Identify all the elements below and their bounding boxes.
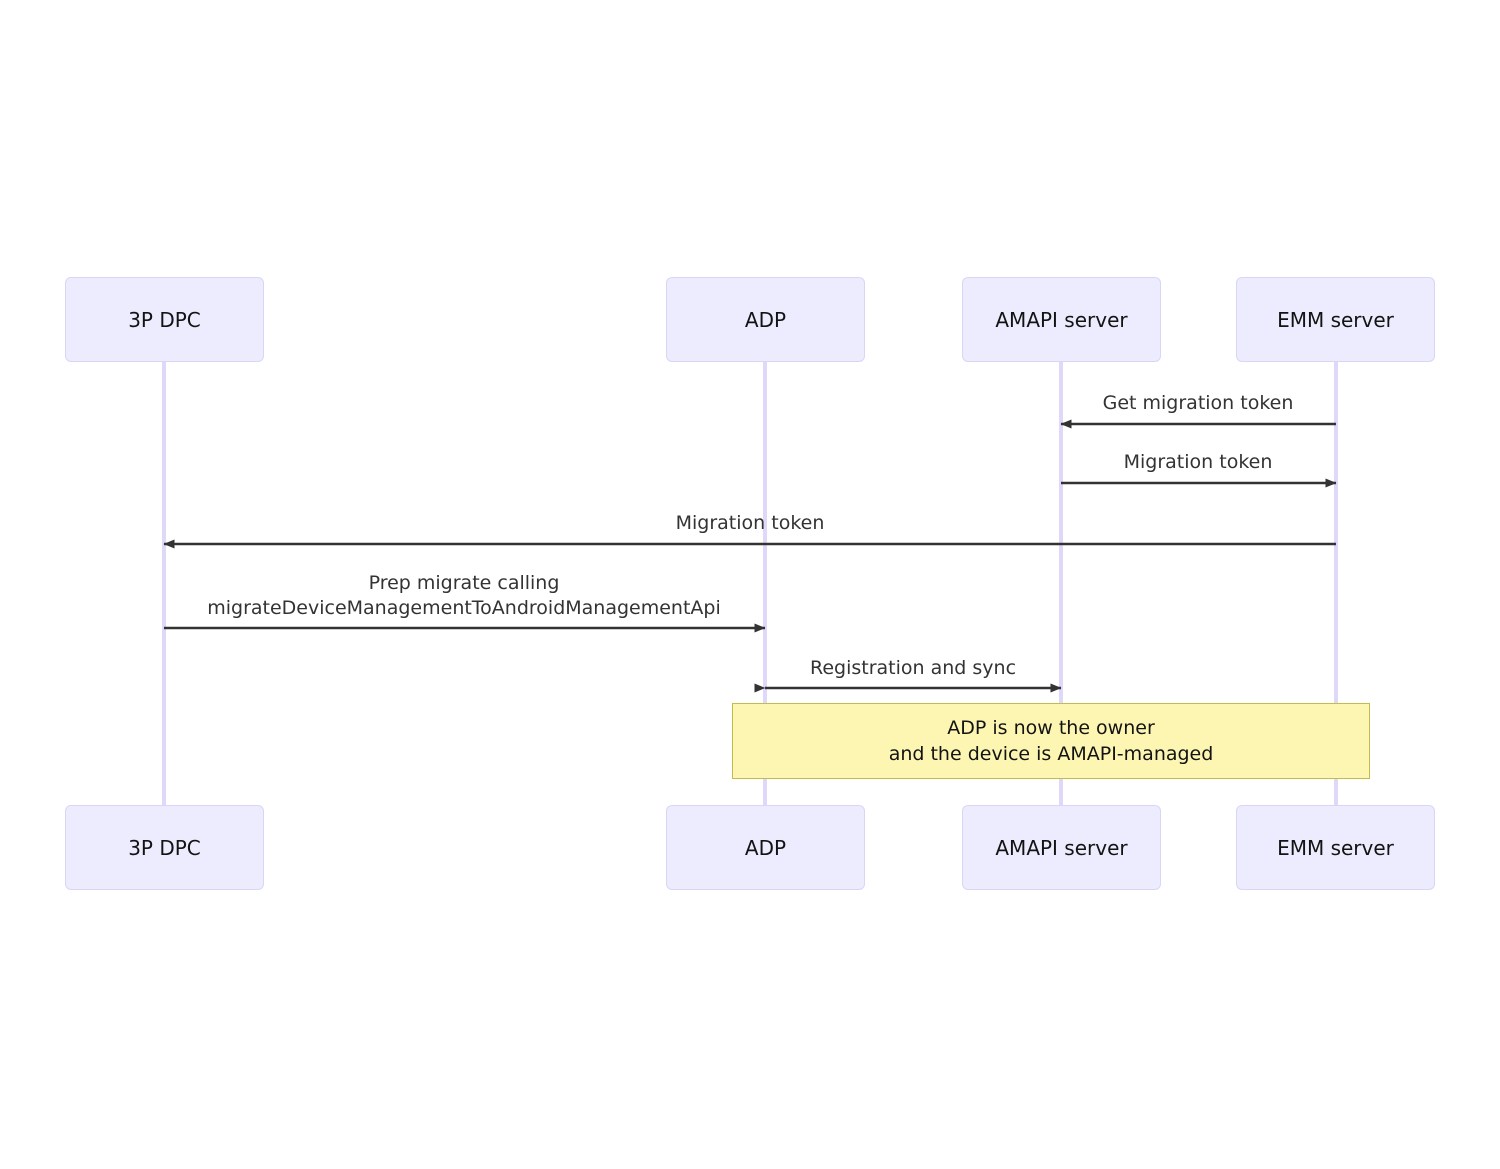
actor-box-emm-top[interactable]: EMM server (1236, 277, 1435, 362)
actor-label-dpc-top: 3P DPC (128, 307, 201, 332)
msg-registration-and-sync-label: Registration and sync (809, 657, 1017, 679)
note-adp-owner-text: ADP is now the owner and the device is A… (888, 717, 1214, 765)
message-arrows-group (163, 419, 1337, 693)
msg-get-migration-token-label: Get migration token (1102, 392, 1294, 414)
actor-label-adp-top: ADP (744, 307, 787, 332)
actor-label-dpc-bottom: 3P DPC (128, 835, 201, 860)
msg-migration-token-emm-dpc-label: Migration token (675, 512, 825, 534)
actor-box-dpc-bottom[interactable]: 3P DPC (65, 805, 264, 890)
actor-label-amapi-top: AMAPI server (995, 307, 1128, 332)
actor-box-amapi-top[interactable]: AMAPI server (962, 277, 1161, 362)
actor-box-amapi-bottom[interactable]: AMAPI server (962, 805, 1161, 890)
actor-box-adp-bottom[interactable]: ADP (666, 805, 865, 890)
actor-box-adp-top[interactable]: ADP (666, 277, 865, 362)
msg-prep-migrate-label: Prep migrate calling migrateDeviceManage… (207, 572, 721, 619)
actor-label-emm-top: EMM server (1277, 307, 1394, 332)
actor-label-adp-bottom: ADP (744, 835, 787, 860)
actor-box-dpc-top[interactable]: 3P DPC (65, 277, 264, 362)
msg-migration-token-amapi-emm-label: Migration token (1123, 451, 1273, 473)
actor-box-emm-bottom[interactable]: EMM server (1236, 805, 1435, 890)
note-adp-owner: ADP is now the owner and the device is A… (732, 703, 1370, 779)
actor-label-emm-bottom: EMM server (1277, 835, 1394, 860)
actor-label-amapi-bottom: AMAPI server (995, 835, 1128, 860)
